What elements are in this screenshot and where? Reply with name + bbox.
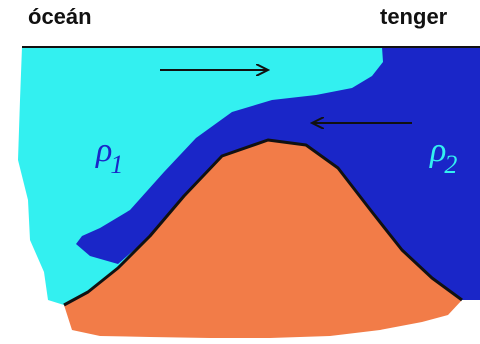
density-rho1-label: ρ1 — [96, 132, 125, 178]
land-sill — [64, 140, 462, 338]
rho1-symbol: ρ — [96, 132, 113, 169]
ocean-label: óceán — [28, 4, 92, 29]
rho2-symbol: ρ — [430, 132, 447, 169]
density-rho2-label: ρ2 — [430, 132, 459, 178]
rho1-index: 1 — [110, 150, 124, 179]
sea-label: tenger — [380, 4, 448, 29]
seabed-outline — [63, 138, 463, 307]
sea-water-region — [76, 47, 480, 300]
rho2-index: 2 — [444, 150, 458, 179]
